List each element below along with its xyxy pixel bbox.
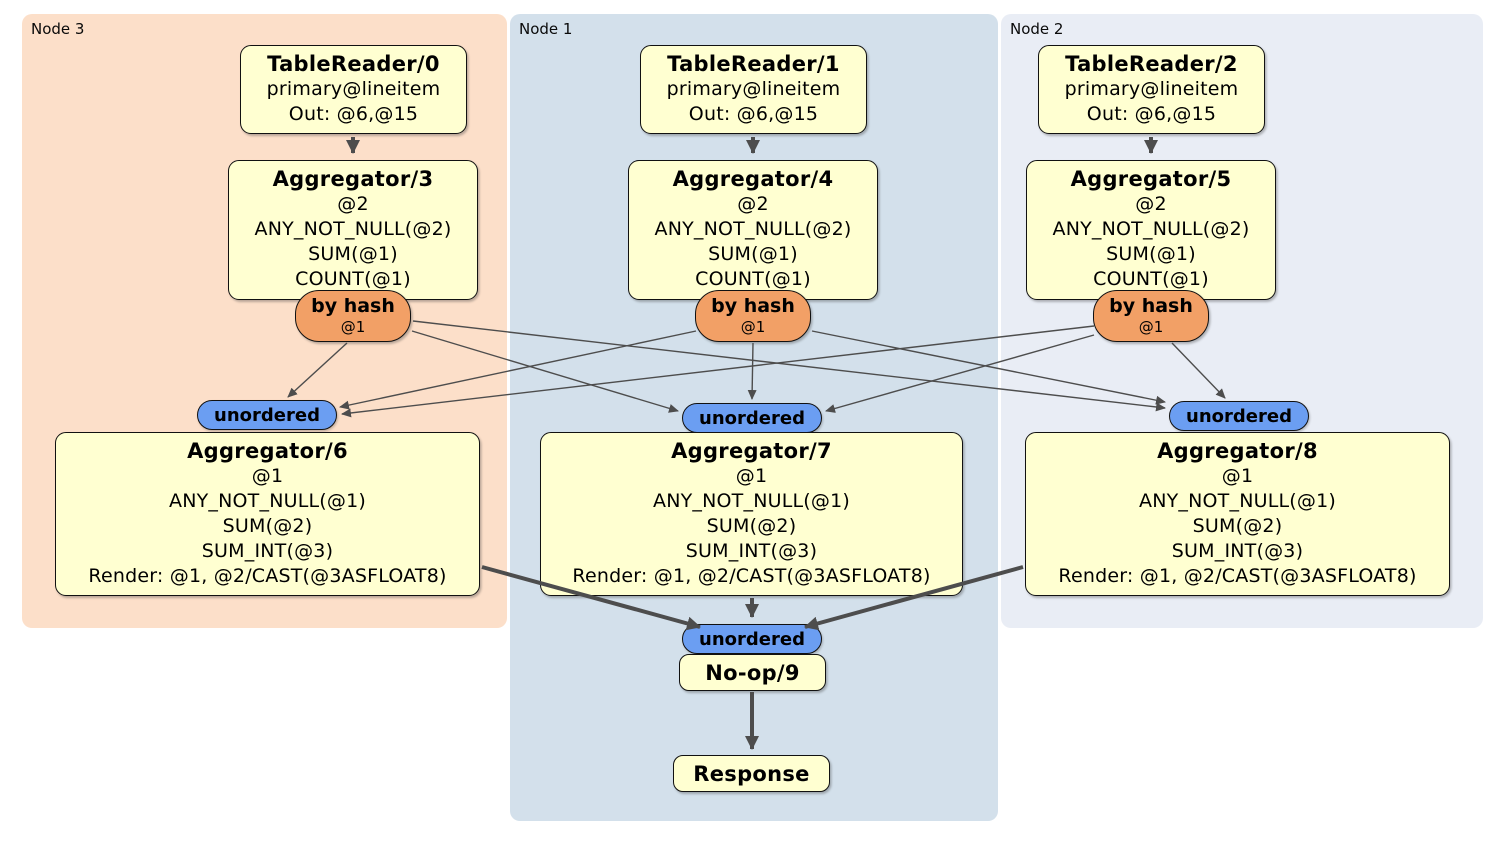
stream-unordered-node3: unordered (197, 400, 337, 430)
processor-detail: ANY_NOT_NULL(@2) (1052, 218, 1250, 240)
processor-title: TableReader/1 (667, 52, 840, 76)
processor-title: Aggregator/6 (187, 439, 348, 463)
processor-aggregator-7: Aggregator/7 @1 ANY_NOT_NULL(@1) SUM(@2)… (540, 432, 963, 596)
response-node: Response (673, 755, 830, 792)
group-node1-label: Node 1 (519, 20, 573, 38)
router-detail: @1 (1138, 318, 1164, 336)
processor-aggregator-8: Aggregator/8 @1 ANY_NOT_NULL(@1) SUM(@2)… (1025, 432, 1450, 596)
processor-detail: Out: @6,@15 (1086, 103, 1217, 125)
router-label: by hash (1109, 295, 1193, 317)
processor-title: Response (693, 761, 810, 786)
stream-label: unordered (699, 628, 805, 650)
processor-tablereader-0: TableReader/0 primary@lineitem Out: @6,@… (240, 45, 467, 134)
processor-detail: SUM(@2) (1192, 515, 1283, 537)
processor-detail: ANY_NOT_NULL(@2) (654, 218, 852, 240)
processor-aggregator-6: Aggregator/6 @1 ANY_NOT_NULL(@1) SUM(@2)… (55, 432, 480, 596)
group-node3-label: Node 3 (31, 20, 85, 38)
processor-detail: primary@lineitem (1064, 78, 1239, 100)
processor-detail: @1 (1221, 465, 1254, 487)
processor-detail: COUNT(@1) (295, 268, 411, 290)
processor-detail: ANY_NOT_NULL(@1) (653, 490, 850, 512)
processor-detail: Out: @6,@15 (288, 103, 419, 125)
processor-title: TableReader/2 (1065, 52, 1238, 76)
processor-detail: @2 (1135, 193, 1167, 215)
processor-detail: Render: @1, @2/CAST(@3ASFLOAT8) (88, 565, 447, 587)
processor-detail: ANY_NOT_NULL(@2) (254, 218, 452, 240)
processor-aggregator-3: Aggregator/3 @2 ANY_NOT_NULL(@2) SUM(@1)… (228, 160, 478, 300)
processor-tablereader-1: TableReader/1 primary@lineitem Out: @6,@… (640, 45, 867, 134)
processor-detail: SUM(@1) (308, 243, 398, 265)
router-by-hash-node2: by hash @1 (1093, 290, 1209, 342)
router-detail: @1 (340, 318, 366, 336)
processor-detail: COUNT(@1) (1093, 268, 1209, 290)
processor-noop-9: No-op/9 (679, 654, 826, 691)
processor-detail: @1 (251, 465, 284, 487)
processor-detail: SUM_INT(@3) (201, 540, 334, 562)
stream-label: unordered (214, 404, 320, 426)
stream-unordered-node2: unordered (1169, 401, 1309, 431)
processor-detail: SUM(@2) (222, 515, 313, 537)
processor-detail: primary@lineitem (266, 78, 441, 100)
processor-detail: ANY_NOT_NULL(@1) (1139, 490, 1336, 512)
stream-unordered-final: unordered (682, 624, 822, 654)
router-by-hash-node3: by hash @1 (295, 290, 411, 342)
processor-title: No-op/9 (705, 660, 800, 685)
processor-detail: primary@lineitem (666, 78, 841, 100)
processor-detail: SUM(@1) (1106, 243, 1196, 265)
stream-label: unordered (1186, 405, 1292, 427)
processor-detail: Out: @6,@15 (688, 103, 819, 125)
processor-aggregator-4: Aggregator/4 @2 ANY_NOT_NULL(@2) SUM(@1)… (628, 160, 878, 300)
processor-detail: Render: @1, @2/CAST(@3ASFLOAT8) (1058, 565, 1417, 587)
router-by-hash-node1: by hash @1 (695, 290, 811, 342)
router-label: by hash (711, 295, 795, 317)
processor-detail: @1 (735, 465, 768, 487)
router-detail: @1 (740, 318, 766, 336)
processor-detail: SUM_INT(@3) (685, 540, 818, 562)
processor-detail: SUM(@1) (708, 243, 798, 265)
processor-detail: @2 (337, 193, 369, 215)
processor-detail: SUM(@2) (706, 515, 797, 537)
processor-title: Aggregator/3 (272, 167, 434, 191)
processor-detail: ANY_NOT_NULL(@1) (169, 490, 366, 512)
processor-detail: COUNT(@1) (695, 268, 811, 290)
processor-title: Aggregator/8 (1157, 439, 1318, 463)
processor-tablereader-2: TableReader/2 primary@lineitem Out: @6,@… (1038, 45, 1265, 134)
group-node2-label: Node 2 (1010, 20, 1064, 38)
processor-aggregator-5: Aggregator/5 @2 ANY_NOT_NULL(@2) SUM(@1)… (1026, 160, 1276, 300)
stream-unordered-node1: unordered (682, 403, 822, 433)
router-label: by hash (311, 295, 395, 317)
stream-label: unordered (699, 407, 805, 429)
processor-detail: SUM_INT(@3) (1171, 540, 1304, 562)
processor-detail: Render: @1, @2/CAST(@3ASFLOAT8) (572, 565, 931, 587)
processor-title: Aggregator/7 (671, 439, 832, 463)
processor-detail: @2 (737, 193, 769, 215)
processor-title: Aggregator/4 (672, 167, 834, 191)
processor-title: Aggregator/5 (1070, 167, 1232, 191)
processor-title: TableReader/0 (267, 52, 440, 76)
